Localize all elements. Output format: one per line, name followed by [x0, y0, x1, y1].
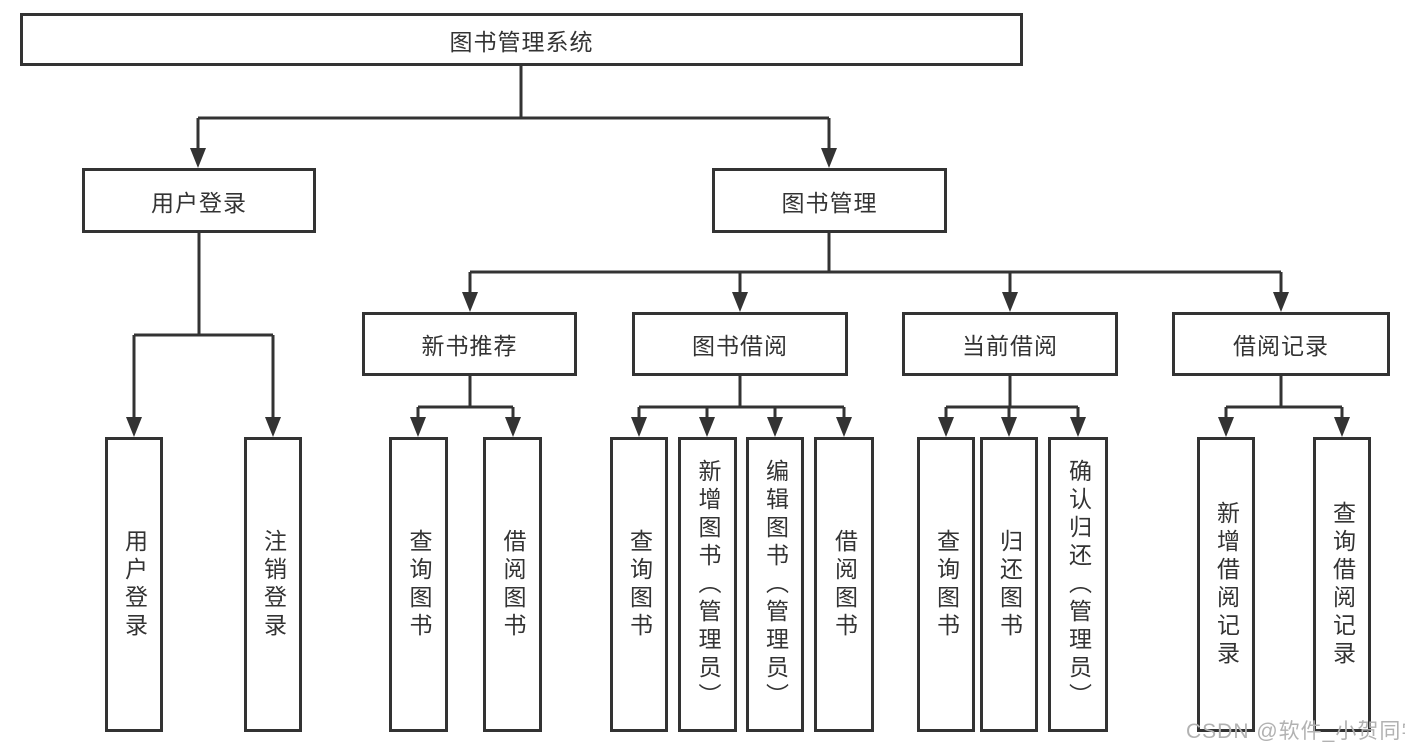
node-root: 图书管理系统	[20, 13, 1023, 66]
leaf-logout: 注销登录	[244, 437, 302, 732]
leaf-query-books-borrowing: 查询图书	[610, 437, 668, 732]
leaf-edit-books-admin: 编辑图书（管理员）	[746, 437, 804, 732]
leaf-query-borrow-record: 查询借阅记录	[1313, 437, 1371, 732]
csdn-watermark: CSDN @软件_小贺同学	[1186, 720, 1405, 743]
leaf-return-books: 归还图书	[980, 437, 1038, 732]
leaf-user-login: 用户登录	[105, 437, 163, 732]
node-current-borrowing: 当前借阅	[902, 312, 1118, 376]
leaf-add-books-admin: 新增图书（管理员）	[678, 437, 737, 732]
leaf-add-borrow-record: 新增借阅记录	[1197, 437, 1255, 732]
node-new-books: 新书推荐	[362, 312, 577, 376]
node-user-login: 用户登录	[82, 168, 316, 233]
leaf-confirm-return-admin: 确认归还（管理员）	[1048, 437, 1108, 732]
leaf-borrow-books-newbooks: 借阅图书	[483, 437, 542, 732]
node-book-borrowing: 图书借阅	[632, 312, 848, 376]
node-borrowing-records: 借阅记录	[1172, 312, 1390, 376]
leaf-query-books-current: 查询图书	[917, 437, 975, 732]
node-book-management: 图书管理	[712, 168, 947, 233]
leaf-borrow-books-borrowing: 借阅图书	[814, 437, 874, 732]
leaf-query-books-newbooks: 查询图书	[389, 437, 448, 732]
